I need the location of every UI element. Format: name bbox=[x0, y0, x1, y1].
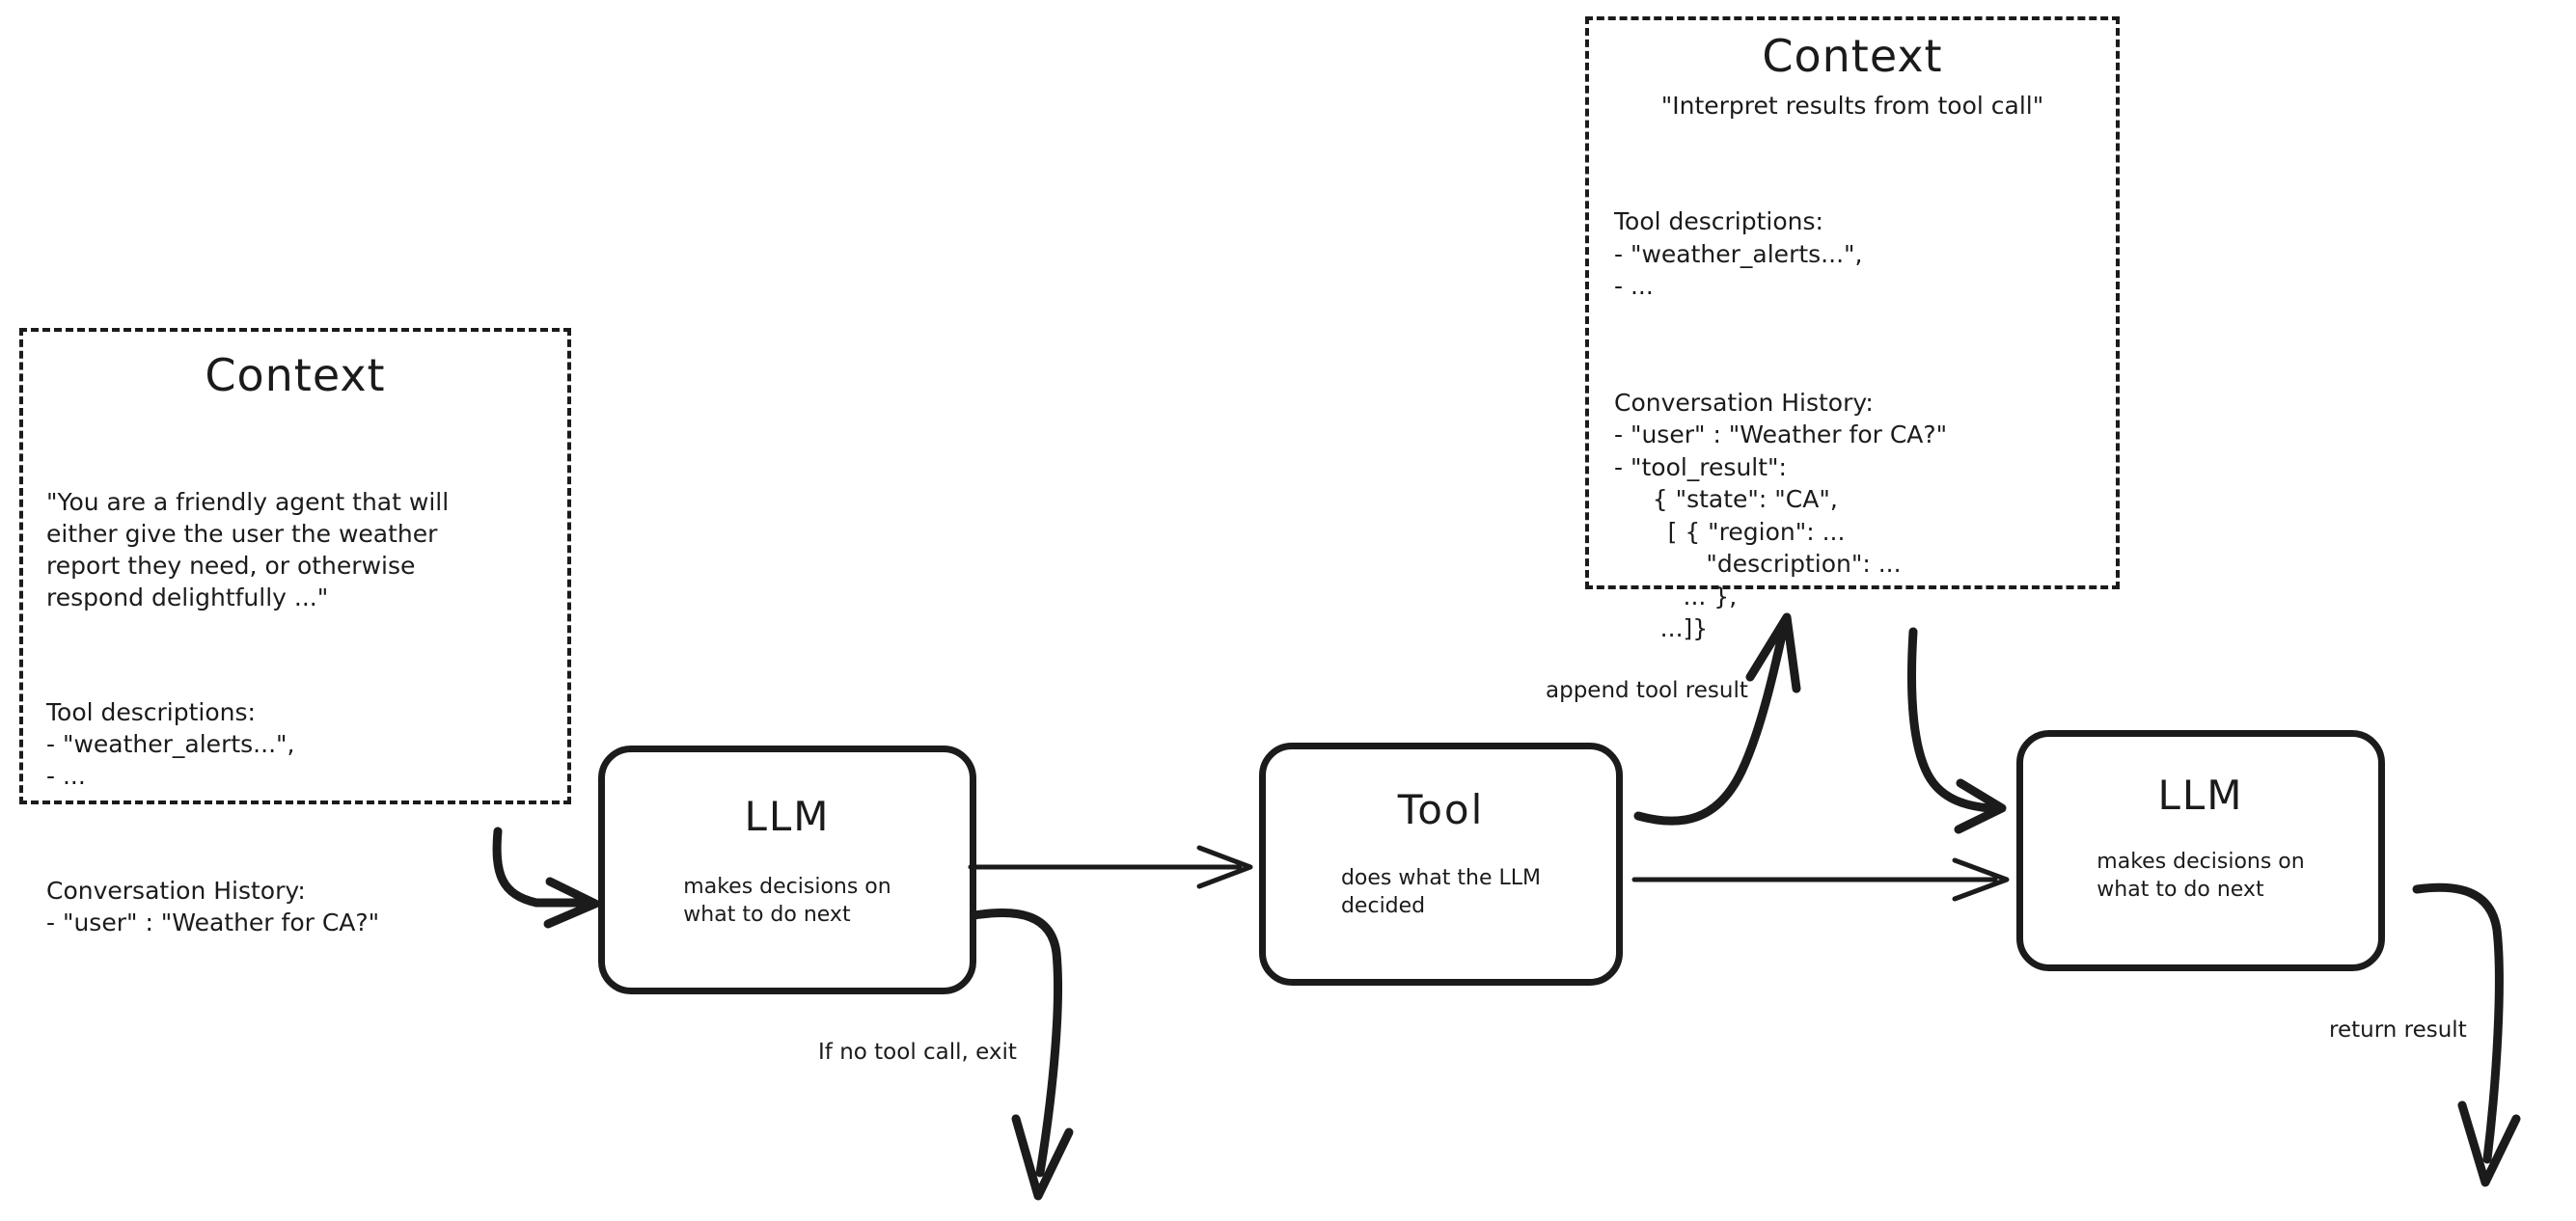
node-tool-title: Tool bbox=[1397, 786, 1485, 833]
arrow-llm1-to-tool bbox=[968, 845, 1253, 889]
edge-label-append-tool-result: append tool result bbox=[1546, 678, 1748, 703]
context-right-body: Tool descriptions: - "weather_alerts...",… bbox=[1589, 120, 2116, 710]
conversation-tool-result: - "tool_result": { "state": "CA", [ { "r… bbox=[1614, 452, 1902, 643]
edge-label-return-result: return result bbox=[2329, 1018, 2467, 1043]
node-llm-first-title: LLM bbox=[744, 793, 831, 840]
context-left-conversation: Conversation History: - "user" : "Weather… bbox=[46, 875, 544, 938]
context-right-quote: "Interpret results from tool call" bbox=[1660, 92, 2044, 120]
node-tool[interactable]: Tool does what the LLM decided bbox=[1259, 743, 1623, 986]
edge-label-exit: If no tool call, exit bbox=[818, 1040, 1017, 1065]
conversation-heading: Conversation History: bbox=[46, 877, 306, 905]
context-left-tool-descriptions: Tool descriptions: - "weather_alerts...",… bbox=[46, 696, 544, 792]
context-left-body: "You are a friendly agent that will eith… bbox=[23, 401, 567, 1002]
context-right-title: Context bbox=[1762, 30, 1943, 82]
node-llm-second-subtitle: makes decisions on what to do next bbox=[2096, 850, 2305, 903]
tool-descriptions-heading: Tool descriptions: bbox=[46, 698, 256, 726]
context-box-left: Context "You are a friendly agent that w… bbox=[19, 328, 571, 936]
node-llm-second-title: LLM bbox=[2157, 772, 2244, 819]
node-llm-second[interactable]: LLM makes decisions on what to do next bbox=[2016, 730, 2385, 971]
context-left-system-prompt: "You are a friendly agent that will eith… bbox=[46, 488, 450, 611]
context-left-title: Context bbox=[205, 349, 386, 401]
conversation-items: - "user" : "Weather for CA?" bbox=[46, 909, 380, 936]
node-llm-first-subtitle: makes decisions on what to do next bbox=[683, 875, 891, 928]
node-tool-subtitle: does what the LLM decided bbox=[1340, 866, 1542, 919]
conversation-heading: Conversation History: bbox=[1614, 388, 1874, 417]
node-llm-first[interactable]: LLM makes decisions on what to do next bbox=[598, 746, 976, 994]
context-box-right: Context "Interpret results from tool cal… bbox=[1585, 16, 2120, 642]
context-right-tool-descriptions: Tool descriptions: - "weather_alerts...",… bbox=[1614, 205, 2106, 303]
tool-descriptions-heading: Tool descriptions: bbox=[1614, 207, 1823, 235]
arrow-tool-to-llm2 bbox=[1631, 857, 2010, 902]
context-right-conversation: Conversation History: - "user" : "Weather… bbox=[1614, 387, 2106, 645]
tool-descriptions-items: - "weather_alerts...", - ... bbox=[1614, 239, 1863, 301]
conversation-user-turn: - "user" : "Weather for CA?" bbox=[1614, 421, 1948, 448]
tool-descriptions-items: - "weather_alerts...", - ... bbox=[46, 730, 295, 790]
